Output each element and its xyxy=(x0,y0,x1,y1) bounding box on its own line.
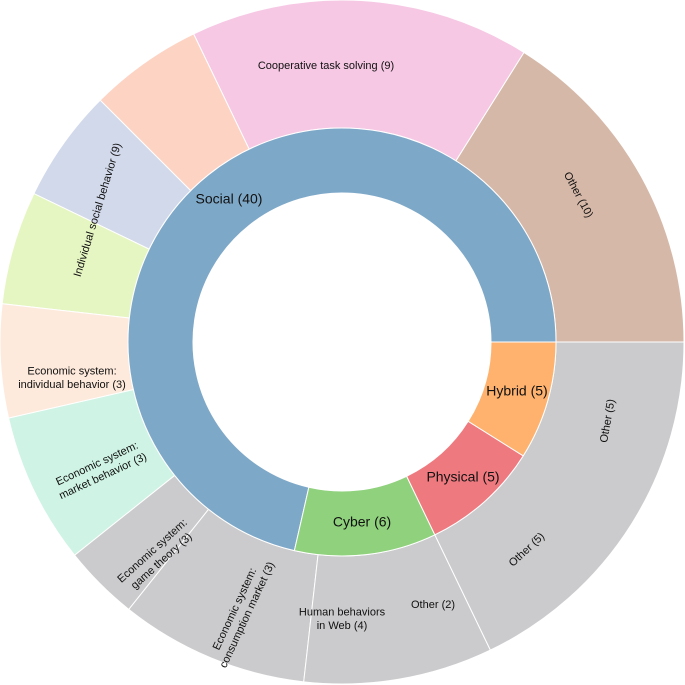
outer-label-2-economic-system-individual-behavior-3: Economic system:individual behavior (3) xyxy=(18,365,126,391)
outer-label-7-other-2: Other (2) xyxy=(411,599,455,611)
outer-label-0-cooperative-task-solving-9: Cooperative task solving (9) xyxy=(258,60,394,72)
inner-label-cyber-6: Cyber (6) xyxy=(333,514,391,530)
inner-label-social-40: Social (40) xyxy=(196,191,263,207)
inner-label-physical-5: Physical (5) xyxy=(426,469,499,485)
inner-label-hybrid-5: Hybrid (5) xyxy=(486,383,547,399)
inner-slice-hybrid-5 xyxy=(467,341,557,457)
inner-ring xyxy=(127,127,557,557)
inner-slice-social-40 xyxy=(127,127,557,552)
